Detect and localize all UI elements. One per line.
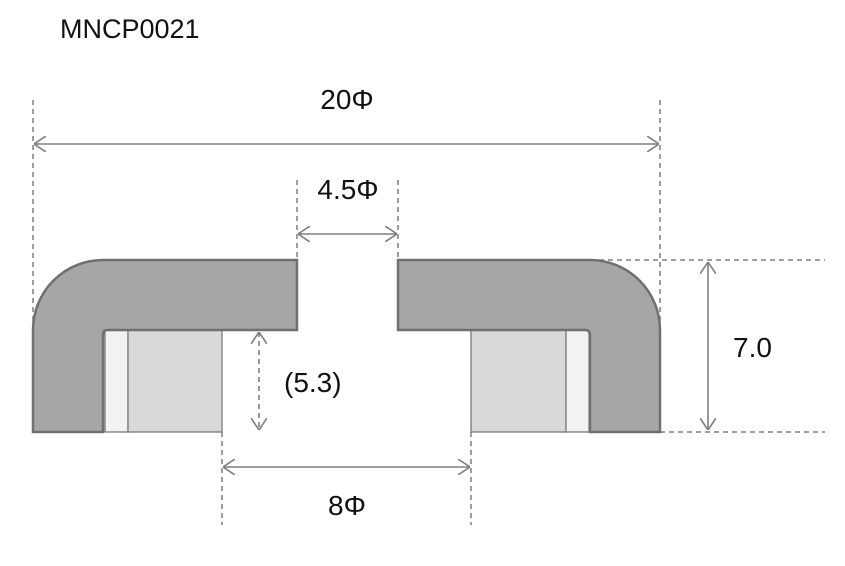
magnet-diameter-label: 8Φ <box>328 490 366 521</box>
inner-depth-label: (5.3) <box>284 367 342 398</box>
cup-right <box>396 258 662 434</box>
cup-left <box>31 258 299 434</box>
magnet-right <box>470 329 567 433</box>
part-number-title: MNCP0021 <box>60 14 200 44</box>
extension-lines <box>32 100 825 525</box>
hole-diameter-label: 4.5Φ <box>317 174 379 205</box>
magnet-left <box>127 329 223 433</box>
height-label: 7.0 <box>733 332 772 363</box>
spacer-left <box>104 329 129 433</box>
spacer-right <box>565 329 590 433</box>
outer-diameter-label: 20Φ <box>320 84 374 115</box>
